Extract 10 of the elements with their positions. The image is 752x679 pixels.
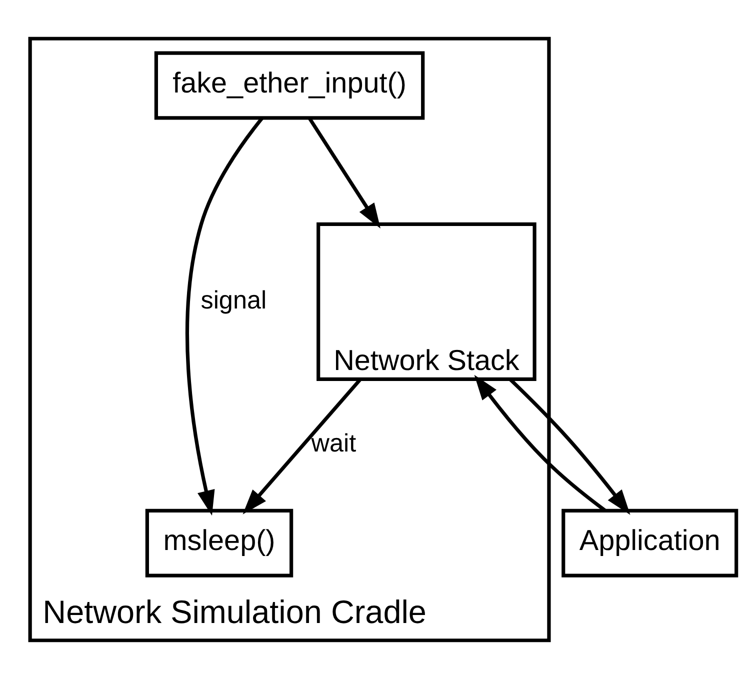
edge-label: signal xyxy=(200,286,267,314)
node-box: Network Stack xyxy=(316,222,536,381)
node-box: Application xyxy=(562,508,738,578)
edge-label: wait xyxy=(311,430,356,458)
node-box: msleep() xyxy=(145,508,294,578)
node-box: fake_ether_input() xyxy=(154,51,425,120)
arrow xyxy=(186,117,264,516)
arrow xyxy=(242,378,362,514)
arrow xyxy=(509,378,630,515)
arrow xyxy=(308,117,380,228)
